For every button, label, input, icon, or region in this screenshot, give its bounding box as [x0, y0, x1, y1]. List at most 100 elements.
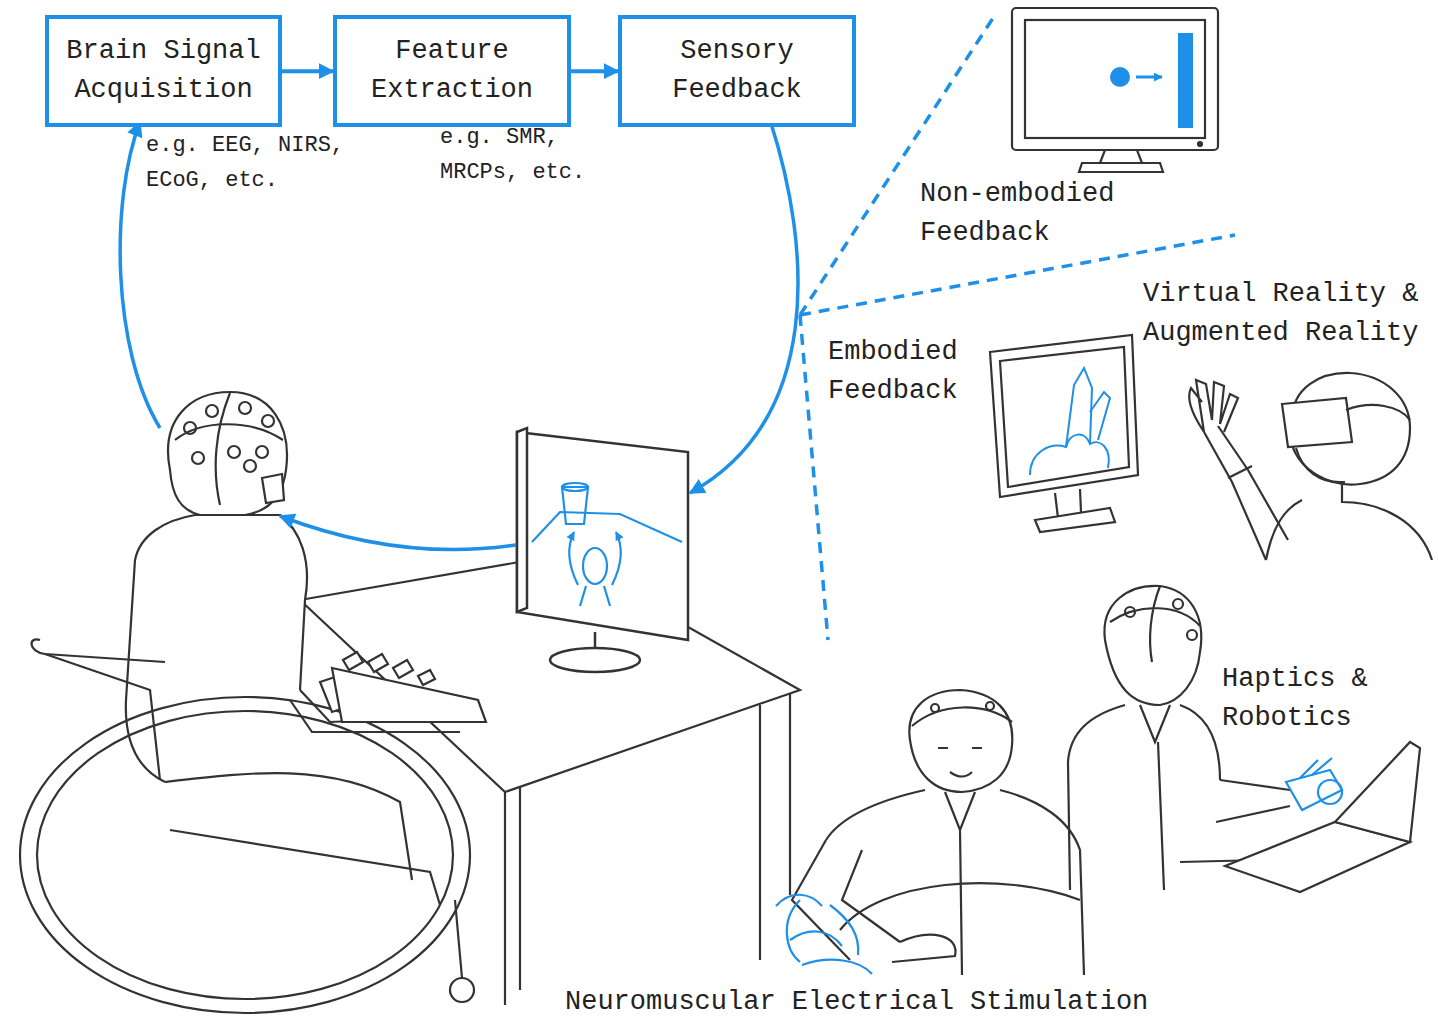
nmes-figure — [945, 792, 975, 975]
non-embodied-monitor — [1079, 163, 1163, 172]
embodied-monitor — [990, 335, 1138, 532]
box-text: Brain Signal Acquisition — [63, 32, 264, 110]
wheelchair — [450, 978, 474, 1002]
haptics-figure — [1068, 705, 1125, 890]
haptics-figure — [1335, 742, 1420, 842]
box-text: Sensory Feedback — [636, 32, 838, 110]
patient-figure — [126, 392, 486, 880]
vr-figure — [1189, 380, 1238, 432]
stimulation-electrodes — [802, 960, 872, 974]
nmes-figure — [1000, 790, 1084, 975]
embodied-monitor — [1035, 508, 1115, 532]
patient-figure — [206, 405, 218, 417]
monitor — [517, 428, 527, 612]
vr-figure — [1228, 466, 1252, 478]
patient-figure — [262, 474, 284, 503]
screen-content — [532, 483, 682, 606]
haptics-figure — [1110, 586, 1200, 662]
screen-content — [583, 548, 607, 584]
vr-figure — [1282, 398, 1352, 447]
vr-figure — [1342, 484, 1432, 560]
stimulation-electrodes — [790, 931, 842, 946]
wheelchair — [37, 711, 453, 999]
desk — [505, 694, 790, 1005]
process-box: Feature Extraction — [333, 15, 571, 127]
nmes-figure — [912, 707, 1012, 726]
haptics-figure — [1125, 607, 1135, 617]
haptics-figure — [1216, 780, 1290, 822]
patient-figure — [175, 393, 283, 505]
flow-arrow — [571, 69, 618, 73]
annotation-label: Virtual Reality & Augmented Reality — [1143, 275, 1429, 353]
patient-figure — [262, 415, 274, 427]
haptic-glove — [1318, 780, 1342, 804]
virtual-hand — [1066, 368, 1092, 447]
annotation-label: e.g. EEG, NIRS, ECoG, etc. — [146, 128, 386, 198]
virtual-hand — [1030, 368, 1110, 475]
wheelchair — [20, 697, 470, 1013]
annotation-label: Non-embodied Feedback — [920, 175, 1140, 253]
nmes-figure — [826, 790, 925, 840]
non-embodied-monitor — [1025, 20, 1205, 138]
virtual-hand — [1030, 435, 1109, 475]
nmes-figure — [792, 690, 1084, 975]
cursor-target — [1110, 67, 1130, 87]
annotation-label: Haptics & Robotics — [1222, 660, 1387, 738]
nmes-figure — [792, 840, 900, 960]
vr-figure — [1189, 373, 1432, 560]
haptics-figure — [1180, 705, 1220, 780]
haptic-glove — [1286, 758, 1342, 810]
non-embodied-monitor — [1012, 8, 1218, 150]
vr-figure — [1204, 426, 1288, 560]
stimulation-electrodes — [787, 900, 858, 962]
embodied-monitor — [1000, 347, 1129, 487]
nmes-figure — [986, 702, 994, 710]
haptics-figure — [1104, 586, 1201, 705]
screen-content — [580, 586, 610, 606]
annotation-label: Neuromuscular Electrical Stimulation — [565, 985, 1185, 1020]
screen-content — [562, 487, 588, 524]
cursor-target — [1178, 33, 1193, 128]
flow-arrow — [282, 69, 333, 73]
patient-figure — [135, 515, 307, 690]
haptics-figure — [1068, 586, 1420, 892]
haptics-figure — [1173, 599, 1183, 609]
haptic-glove — [1286, 770, 1342, 810]
patient-figure — [332, 668, 486, 722]
non-embodied-monitor — [1012, 8, 1218, 172]
wheelchair — [45, 654, 160, 780]
dashed-divider — [800, 315, 828, 640]
feedback-loop — [690, 120, 798, 493]
vr-figure — [1296, 448, 1345, 482]
feedback-loop — [120, 122, 160, 428]
monitor — [517, 428, 688, 672]
nmes-figure — [909, 690, 1012, 792]
monitor — [517, 432, 688, 640]
non-embodied-monitor — [1198, 142, 1202, 146]
patient-figure — [244, 460, 256, 472]
screen-content — [562, 483, 588, 491]
non-embodied-monitor — [1100, 150, 1142, 163]
embodied-monitor — [990, 335, 1138, 497]
screen-content — [569, 532, 578, 585]
wheelchair — [170, 830, 440, 905]
patient-figure — [184, 422, 196, 434]
screen-content — [532, 512, 682, 542]
wheelchair — [32, 639, 165, 662]
haptics-figure — [1140, 705, 1170, 890]
patient-figure — [126, 560, 165, 782]
feedback-loop — [120, 120, 798, 550]
vr-figure — [1346, 405, 1410, 420]
patient-figure — [168, 392, 287, 515]
annotation-label: Embodied Feedback — [828, 333, 978, 411]
patient-figure — [343, 652, 435, 685]
wheelchair — [455, 900, 462, 978]
annotation-label: e.g. SMR, MRCPs, etc. — [440, 120, 620, 190]
box-text: Feature Extraction — [351, 32, 553, 110]
feedback-loop — [280, 516, 516, 550]
haptics-figure — [1187, 630, 1197, 640]
haptic-glove — [1300, 758, 1332, 778]
patient-figure — [228, 446, 240, 458]
nmes-figure — [931, 704, 939, 712]
screen-content — [612, 532, 621, 585]
